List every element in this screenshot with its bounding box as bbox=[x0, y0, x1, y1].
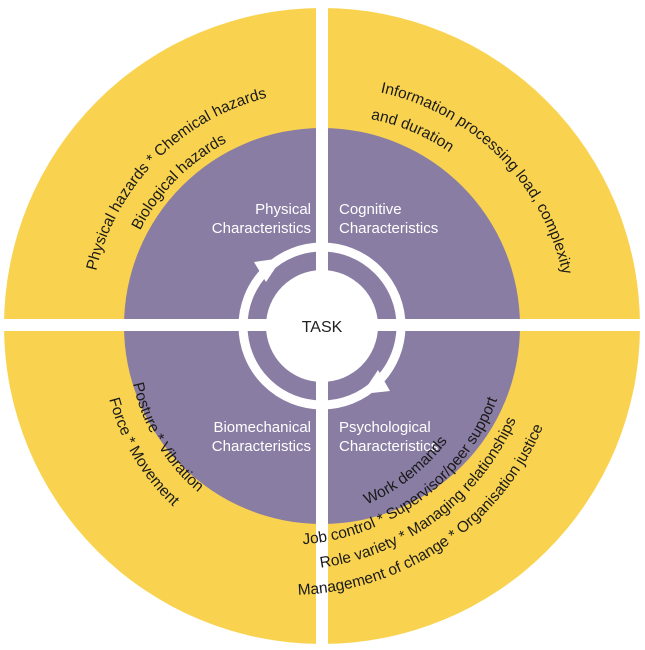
cycle-arrow-top-left-icon bbox=[254, 258, 282, 282]
svg-text:Characteristics: Characteristics bbox=[212, 438, 311, 455]
task-label: TASK bbox=[302, 319, 343, 336]
cycle-arrow-bottom-right-icon bbox=[362, 370, 390, 394]
cognitive-characteristics-label: Cognitive Characteristics bbox=[339, 201, 438, 237]
psychological-characteristics-label: Psychological Characteristics bbox=[339, 419, 438, 455]
svg-text:Characteristics: Characteristics bbox=[339, 438, 438, 455]
svg-text:Psychological: Psychological bbox=[339, 419, 431, 436]
svg-text:Characteristics: Characteristics bbox=[339, 220, 438, 237]
svg-text:Physical: Physical bbox=[255, 201, 311, 218]
biomechanical-characteristics-label: Biomechanical Characteristics bbox=[212, 419, 311, 455]
svg-text:Biomechanical: Biomechanical bbox=[213, 419, 311, 436]
cycle-ring bbox=[238, 242, 406, 410]
svg-text:Characteristics: Characteristics bbox=[212, 220, 311, 237]
physical-characteristics-label: Physical Characteristics bbox=[212, 201, 311, 237]
task-circle bbox=[266, 270, 378, 382]
svg-text:Cognitive: Cognitive bbox=[339, 201, 402, 218]
